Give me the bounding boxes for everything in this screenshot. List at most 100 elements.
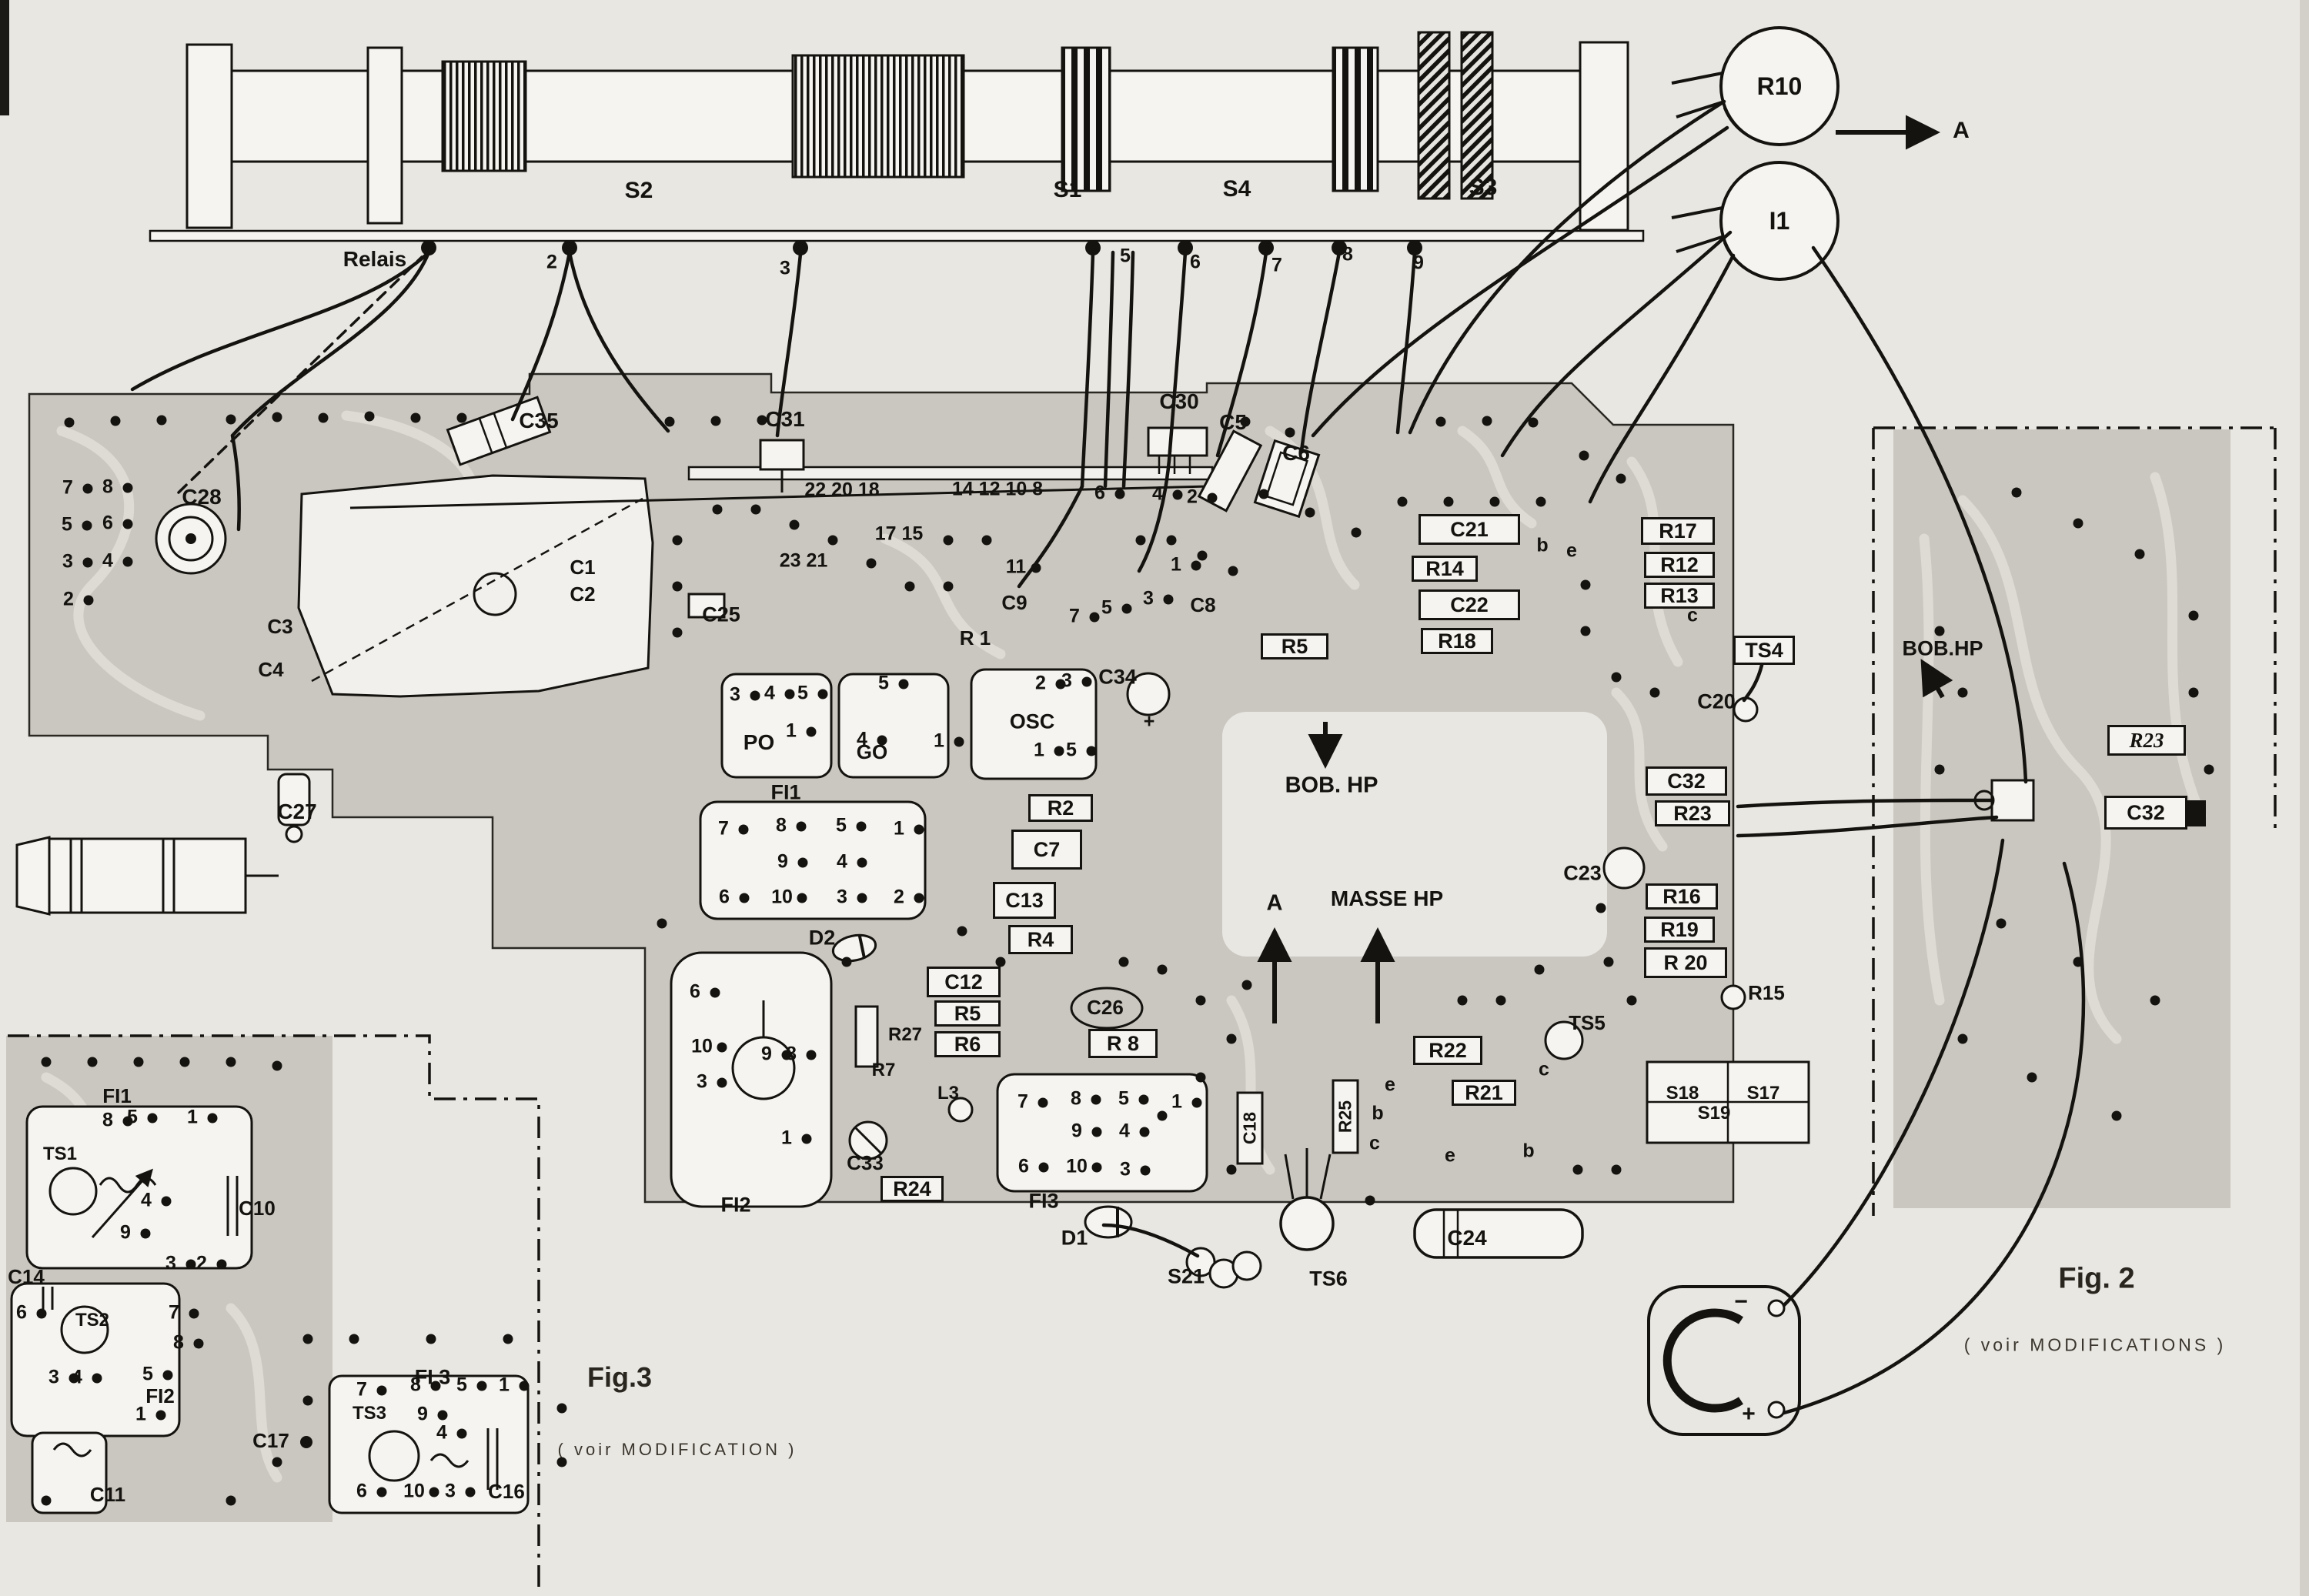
solder-pad xyxy=(556,1403,567,1414)
solder-pad xyxy=(1934,626,1945,636)
solder-pad xyxy=(797,893,807,903)
diagram-label-5: 5 xyxy=(1118,1087,1129,1110)
tuning-mechanism xyxy=(155,466,1214,698)
component-box-r5: R5 xyxy=(934,1000,1001,1027)
component-box-r23: R23 xyxy=(1655,800,1730,826)
diagram-label-fi2: FI2 xyxy=(720,1193,751,1217)
solder-pad xyxy=(995,957,1006,967)
solder-pad xyxy=(1397,496,1408,507)
diagram-label-6: 6 xyxy=(1094,482,1105,504)
solder-pad xyxy=(1351,527,1362,538)
solder-pad xyxy=(914,893,924,903)
solder-pad xyxy=(82,520,92,531)
diagram-label-7: 7 xyxy=(1271,254,1282,276)
solder-pad xyxy=(1649,687,1660,698)
solder-pad xyxy=(1626,995,1637,1006)
solder-pad xyxy=(1443,496,1454,507)
coil-s2 xyxy=(441,60,527,172)
module-go xyxy=(837,673,950,779)
diagram-label-s17: S17 xyxy=(1746,1083,1780,1104)
diagram-label-4: 4 xyxy=(857,728,867,750)
solder-pad xyxy=(1121,603,1132,614)
diagram-label-c28: C28 xyxy=(182,485,222,509)
solder-pad xyxy=(1166,535,1177,546)
diagram-label-9: 9 xyxy=(417,1403,428,1425)
diagram-label-10: 10 xyxy=(403,1480,425,1502)
diagram-label-s18: S18 xyxy=(1666,1083,1699,1104)
diagram-label-e: e xyxy=(1445,1144,1455,1167)
diagram-label-6: 6 xyxy=(1190,251,1201,273)
solder-pad xyxy=(1603,957,1614,967)
diagram-label-c18: C18 xyxy=(1239,1111,1260,1145)
diagram-label-9: 9 xyxy=(761,1043,772,1065)
solder-pad xyxy=(1580,626,1591,636)
capacitor-c23-body xyxy=(1602,846,1646,890)
diagram-label-2: 2 xyxy=(546,251,557,273)
solder-pad xyxy=(1489,496,1500,507)
diagram-label-1: 1 xyxy=(934,730,944,752)
diagram-label-ts1: TS1 xyxy=(42,1144,78,1164)
diagram-label-c35: C35 xyxy=(519,409,559,432)
output-coil xyxy=(15,836,279,916)
solder-pad xyxy=(426,1334,436,1344)
diagram-label-−: − xyxy=(1734,1289,1748,1314)
diagram-label-c2: C2 xyxy=(570,583,596,606)
diagram-label-c: c xyxy=(1369,1132,1380,1154)
diagram-label-4: 4 xyxy=(837,850,847,873)
diagram-label-4: 4 xyxy=(1119,1120,1130,1142)
solder-pad xyxy=(904,581,915,592)
solder-pad xyxy=(1241,980,1252,990)
module-po xyxy=(720,673,833,779)
solder-pad xyxy=(712,504,723,515)
solder-pad xyxy=(1197,550,1208,561)
diagram-label-c20: C20 xyxy=(1697,689,1736,713)
diagram-label-5: 5 xyxy=(1066,739,1077,761)
solder-pad xyxy=(1091,1127,1102,1137)
battery-terminal-minus xyxy=(1767,1299,1786,1317)
module-fi1 xyxy=(699,800,927,920)
solder-pad xyxy=(2150,995,2160,1006)
solder-pad xyxy=(156,415,167,426)
solder-pad xyxy=(226,414,236,425)
solder-pad xyxy=(1157,1110,1168,1121)
diagram-label-23-21: 23 21 xyxy=(779,549,828,572)
solder-pad xyxy=(456,412,467,423)
capacitor-c5 xyxy=(1197,429,1263,513)
diagram-label-1: 1 xyxy=(1171,553,1181,576)
fig2-panel-detail xyxy=(1973,779,2206,826)
solder-pad xyxy=(1195,1072,1206,1083)
diagram-label-4: 4 xyxy=(141,1189,152,1211)
diagram-label-7: 7 xyxy=(1069,605,1080,627)
diagram-label-c: c xyxy=(1539,1058,1549,1080)
component-box-r24: R24 xyxy=(880,1176,944,1202)
diagram-label-7: 7 xyxy=(356,1378,367,1401)
board-cutout-region xyxy=(1222,712,1607,957)
diagram-label-c4: C4 xyxy=(258,658,284,681)
solder-pad xyxy=(1207,492,1218,503)
solder-pad xyxy=(1580,579,1591,590)
solder-pad xyxy=(757,415,767,426)
diagram-label-22-20-18: 22 20 18 xyxy=(804,479,880,501)
diagram-label-5: 5 xyxy=(142,1363,153,1385)
diagram-label-1: 1 xyxy=(187,1106,198,1128)
solder-pad xyxy=(140,1228,151,1239)
transistor-ts2 xyxy=(60,1305,109,1354)
capacitor-c31 xyxy=(759,439,805,471)
diagram-label-c34: C34 xyxy=(1098,665,1137,689)
solder-pad xyxy=(476,1381,487,1391)
diagram-label-l3: L3 xyxy=(937,1083,960,1104)
solder-pad xyxy=(1172,489,1183,500)
diagram-label-5: 5 xyxy=(1101,596,1112,619)
coil-s3-b xyxy=(1460,31,1494,200)
diagram-label-c31: C31 xyxy=(765,407,805,431)
coil-s3-a xyxy=(1417,31,1451,200)
diagram-label-3: 3 xyxy=(780,257,790,279)
component-box-r-20: R 20 xyxy=(1644,947,1727,978)
diagram-label-4: 4 xyxy=(1152,482,1163,505)
diagram-label-8: 8 xyxy=(102,476,113,498)
diagram-label-4: 4 xyxy=(102,549,113,572)
diagram-label-r25: R25 xyxy=(1335,1100,1355,1134)
coil-center xyxy=(791,54,965,179)
